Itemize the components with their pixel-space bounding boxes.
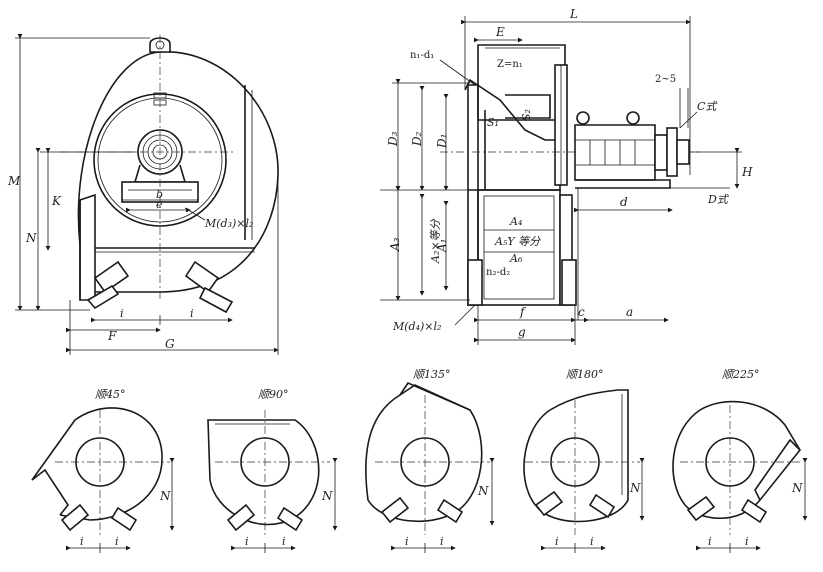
rotation-N: N — [791, 481, 803, 495]
rotation-i-right: i — [440, 535, 444, 548]
rotation-i-left: i — [708, 535, 712, 548]
dim-g: g — [518, 325, 526, 339]
dim-A1: A₁ — [435, 239, 449, 253]
dim-e: e — [156, 198, 163, 211]
dim-K: K — [51, 194, 62, 208]
rotation-i-right: i — [115, 535, 119, 548]
rotation-135: 顺135° N i i — [365, 368, 495, 553]
rotation-45: 顺45° N i i — [31, 388, 175, 553]
dim-H: H — [741, 165, 753, 179]
dim-D2: D₂ — [410, 131, 424, 147]
label-S1: S₁ — [487, 116, 499, 129]
front-casing — [77, 51, 279, 293]
front-foot-right — [184, 260, 234, 314]
dim-D1: D₁ — [435, 134, 449, 149]
front-view: M K N b e M(d₃)×l₂ i i F G — [7, 34, 279, 355]
dim-A3: A₃ — [388, 237, 402, 252]
rotation-label: 顺180° — [566, 368, 604, 381]
bolt-M-d3: M(d₃)×l₂ — [204, 217, 253, 230]
label-n2d2: n₂-d₂ — [486, 267, 510, 278]
rotation-N: N — [477, 484, 489, 498]
rotation-i-left: i — [245, 535, 249, 548]
rotation-180: 顺180° N i i — [523, 368, 645, 553]
label-D-type: D式 — [707, 193, 730, 206]
dim-G: G — [165, 337, 175, 351]
dim-a: a — [626, 305, 633, 319]
dim-f: f — [519, 305, 527, 319]
rotation-i-left: i — [555, 535, 559, 548]
bolt-M-d4: M(d₄)×l₂ — [392, 320, 441, 333]
dim-L: L — [569, 7, 578, 21]
rotation-label: 顺135° — [413, 368, 451, 381]
dim-A2: A₂×等分 — [429, 218, 442, 264]
rotation-i-right: i — [282, 535, 286, 548]
rotation-N: N — [321, 489, 333, 503]
rotation-label: 顺45° — [95, 388, 126, 401]
label-C-type: C式 — [697, 100, 718, 113]
dim-i-left: i — [120, 307, 124, 320]
rotation-i-left: i — [80, 535, 84, 548]
label-A6: A₆ — [509, 252, 523, 265]
label-A5: A₅Y 等分 — [494, 235, 541, 248]
dim-b: b — [156, 188, 163, 201]
front-foot-left — [86, 260, 130, 310]
dim-N: N — [25, 231, 37, 245]
dim-d: d — [620, 195, 628, 209]
side-view: L E n₁-d₁ Z=n₁ S₁ S₂ 2~5 — [380, 7, 753, 345]
rotation-i-left: i — [405, 535, 409, 548]
label-n1d1: n₁-d₁ — [410, 50, 434, 61]
rotation-i-right: i — [590, 535, 594, 548]
rotation-label: 顺90° — [258, 388, 289, 401]
rotation-90: 顺90° N i i — [207, 388, 338, 553]
label-zn1: Z=n₁ — [497, 59, 523, 70]
label-S2: S₂ — [520, 109, 533, 121]
rotation-N: N — [159, 489, 171, 503]
label-gap: 2~5 — [655, 74, 676, 85]
rotation-225: 顺225° N i i — [672, 368, 808, 553]
dim-c: c — [578, 305, 585, 319]
motor-body — [574, 124, 656, 181]
dim-D3: D₃ — [386, 131, 400, 147]
dim-F: F — [107, 329, 117, 343]
rotation-i-right: i — [745, 535, 749, 548]
dim-E: E — [495, 25, 505, 39]
rotation-N: N — [629, 481, 641, 495]
dim-M: M — [7, 174, 21, 188]
front-outlet — [79, 193, 96, 301]
dim-i-right: i — [190, 307, 194, 320]
rotation-label: 顺225° — [722, 368, 760, 381]
lifting-lug — [149, 37, 171, 53]
label-A4: A₄ — [509, 215, 522, 228]
